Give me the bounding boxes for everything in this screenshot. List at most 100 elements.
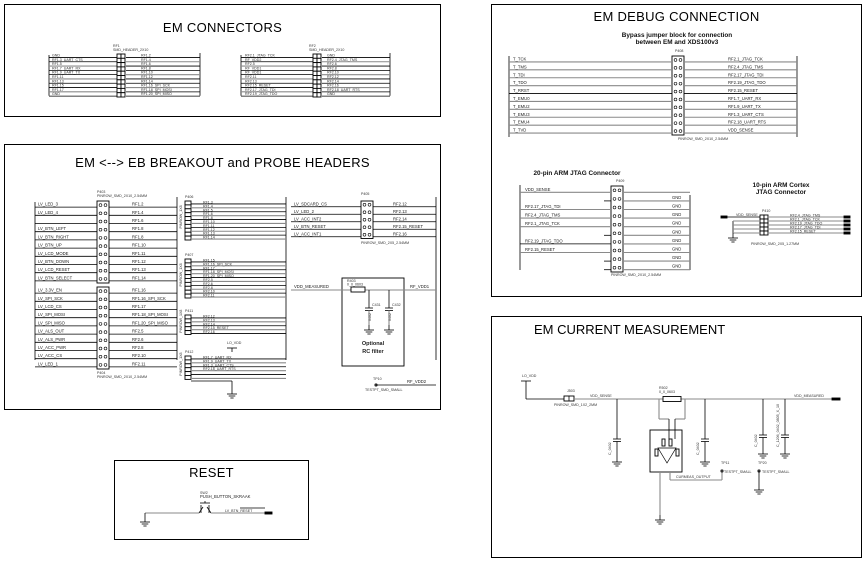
connector-part: PINROW_1X8 <box>179 205 183 228</box>
net-label: RF2.4_JTAG_TMS <box>327 58 358 62</box>
pin-icon <box>98 346 103 351</box>
probe-header <box>184 326 192 332</box>
connector-ref: RF2 <box>309 44 316 48</box>
rf2-header <box>316 70 322 76</box>
probe-header <box>184 274 192 279</box>
rf2-header <box>312 62 318 68</box>
testpoint-icon <box>757 469 761 473</box>
shunt-resistor-icon <box>662 396 682 402</box>
p410-header <box>763 214 769 220</box>
connector-ref: RF1 <box>113 44 120 48</box>
probe-header <box>184 231 192 237</box>
net-label: RF1.3_UART_CTS <box>52 58 83 62</box>
net-label: RF1.10 <box>132 243 146 248</box>
net-label: RF2.11 <box>203 294 215 298</box>
p410-header <box>763 218 769 224</box>
rf1-header <box>116 92 122 98</box>
pin-icon <box>678 74 683 78</box>
net-label: RF1.2 <box>132 202 144 207</box>
pin-icon <box>678 81 683 86</box>
net-label: LV_LED_2 <box>294 209 315 214</box>
capacitor-ref: C431 <box>372 303 381 307</box>
net-label: RF_VDD1 <box>245 71 261 75</box>
connector-part: SMD_HEADER_2X10 <box>113 48 148 52</box>
connector-part: PINROW_SMD_2X10_2.54MM <box>97 194 147 198</box>
capacitor-value: 0402 <box>368 313 372 321</box>
p410-header <box>759 222 765 228</box>
connector-part: PINROW_SMD_2X5_1.27MM <box>751 242 799 246</box>
connector-ref: P407 <box>185 253 193 257</box>
amplifier-icon <box>657 447 677 464</box>
pin-icon <box>98 268 103 273</box>
pin-icon <box>612 188 617 193</box>
net-label: RF2.19_JTAG_TDO <box>728 80 766 85</box>
net-label: RF1.4 <box>141 58 151 62</box>
pin-icon <box>678 89 683 94</box>
pin-icon <box>617 214 622 218</box>
net-label: RF1.16_SPI_SCK <box>203 262 233 266</box>
net-label: RF2.13 <box>245 79 257 83</box>
p410-header <box>759 230 765 236</box>
rf2-header <box>316 92 322 98</box>
pin-icon <box>673 81 678 86</box>
current-title: EM CURRENT MEASUREMENT <box>534 322 726 337</box>
pin-icon <box>98 297 103 302</box>
net-label: RF_VDD1 <box>410 284 430 289</box>
pin-icon <box>367 218 372 222</box>
net-label: GND <box>327 92 335 96</box>
net-label: LV_SPI_SCK <box>38 296 63 301</box>
net-label: LV_BTN_RIGHT <box>38 234 69 239</box>
pin-icon <box>103 314 108 318</box>
pin-icon <box>617 266 622 270</box>
net-label: GND <box>672 195 681 200</box>
net-label: RF1.11 <box>132 251 146 256</box>
rf2-header <box>312 92 318 98</box>
net-label: T_TCK <box>513 56 526 61</box>
net-label: RF2.15_RESET <box>393 224 423 229</box>
probe-header <box>184 266 192 272</box>
net-label: RF2.8 <box>132 345 144 350</box>
rf2-header <box>316 87 322 94</box>
em-connectors-schematic: RF1SMD_HEADER_2X10GNDRF1.3_UART_CTSRF1.5… <box>48 44 391 98</box>
net-label: RF1.17 <box>203 266 215 270</box>
rf2-header <box>312 66 318 72</box>
net-label: RF_VDD2 <box>245 58 261 62</box>
net-label: LV_LCD_CS <box>38 304 62 309</box>
net-label: LV_3.3V_EN <box>38 288 62 293</box>
testpoint-ref: TP11 <box>721 461 729 465</box>
net-label: RF2.18_UART_RTS <box>728 120 766 125</box>
rf1-header <box>116 70 122 76</box>
pin-icon <box>612 257 617 261</box>
net-label: RF1.20_SPI_MISO <box>203 274 234 278</box>
rf2-header <box>316 57 322 64</box>
net-label: RF2.8 <box>203 286 213 290</box>
pin-icon <box>362 218 367 222</box>
resistor-icon <box>675 448 680 457</box>
breakout-schematic: P403PINROW_SMD_2X10_2.54MMLV_LED_3LV_LED… <box>34 190 437 399</box>
net-label: RF1.15 <box>52 84 64 88</box>
net-label: CURMEAS_OUTPUT <box>676 475 712 479</box>
net-label: RF2.11 <box>245 75 257 79</box>
net-label: RF1.8 <box>132 226 144 231</box>
rf2-header <box>312 83 318 89</box>
pin-icon <box>673 58 678 62</box>
pin-icon <box>367 210 372 214</box>
net-label: RF1.6 <box>141 62 151 66</box>
p404-body <box>96 286 110 370</box>
connector-ref: P409 <box>616 179 624 183</box>
net-label: RF2.11 <box>132 361 146 366</box>
jumper-ref: J503 <box>567 389 575 393</box>
rf2-header <box>312 75 318 81</box>
net-label: RF1.4 <box>132 210 144 215</box>
pin-icon <box>617 240 622 244</box>
rf1-header <box>120 75 126 81</box>
pin-icon <box>617 257 622 261</box>
net-label: RF1.17 <box>52 88 64 92</box>
rf2-header <box>312 70 318 76</box>
connector-part: PINROW_1X8 <box>179 353 183 376</box>
pin-icon <box>103 330 108 334</box>
net-label: LV_SPI_MOSI <box>38 312 65 317</box>
net-label: GND <box>52 53 60 57</box>
net-label: RF2.18_UART_RTS <box>327 88 360 92</box>
